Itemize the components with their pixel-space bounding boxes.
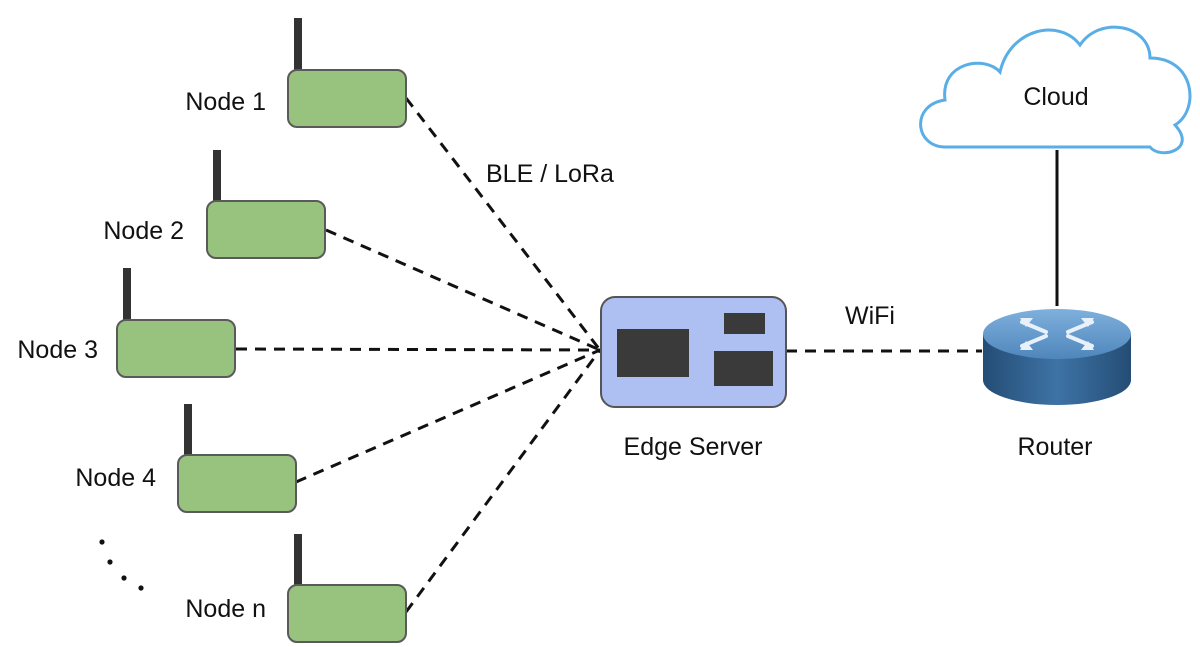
node-body bbox=[287, 584, 407, 643]
edge-server-label: Edge Server bbox=[624, 433, 763, 461]
link-node-n-edge bbox=[404, 349, 602, 613]
router-label: Router bbox=[1017, 433, 1092, 461]
router-arrows-icon bbox=[1020, 318, 1094, 350]
antenna bbox=[184, 404, 192, 460]
cloud-icon bbox=[919, 25, 1192, 155]
wireless-link-label: BLE / LoRa bbox=[486, 160, 614, 188]
node-label: Node n bbox=[185, 595, 266, 623]
node-body bbox=[177, 454, 297, 513]
edge-server: Edge Server bbox=[600, 296, 787, 461]
sensor-node-n: Node n bbox=[185, 534, 407, 643]
cloud: Cloud bbox=[919, 25, 1192, 155]
edge-server-chip-large bbox=[617, 329, 689, 377]
link-node-1-edge bbox=[404, 97, 602, 351]
link-node-3-edge bbox=[235, 347, 601, 352]
sensor-node-4: Node 4 bbox=[75, 404, 297, 513]
sensor-node-2: Node 2 bbox=[103, 150, 326, 259]
node-label: Node 3 bbox=[17, 336, 98, 364]
node-label: Node 1 bbox=[185, 88, 266, 116]
node-body bbox=[116, 319, 236, 378]
node-body bbox=[287, 69, 407, 128]
node-label: Node 4 bbox=[75, 464, 156, 492]
router-top bbox=[983, 309, 1131, 359]
router: Router bbox=[983, 309, 1131, 461]
wifi-link-label: WiFi bbox=[845, 302, 895, 330]
node-body bbox=[206, 200, 326, 259]
edge-server-chip-medium bbox=[714, 351, 773, 386]
antenna bbox=[213, 150, 221, 206]
more-nodes-ellipsis bbox=[99, 539, 144, 591]
antenna bbox=[123, 268, 131, 324]
link-node-4-edge bbox=[295, 348, 601, 484]
node-label: Node 2 bbox=[103, 217, 184, 245]
links-group bbox=[235, 97, 1059, 613]
link-node-2-edge bbox=[325, 228, 601, 352]
antenna bbox=[294, 18, 302, 74]
antenna bbox=[294, 534, 302, 590]
sensor-node-3: Node 3 bbox=[17, 268, 236, 378]
sensor-node-1: Node 1 bbox=[185, 18, 407, 128]
cloud-label: Cloud bbox=[1023, 83, 1088, 111]
edge-server-chip-small bbox=[724, 313, 765, 334]
